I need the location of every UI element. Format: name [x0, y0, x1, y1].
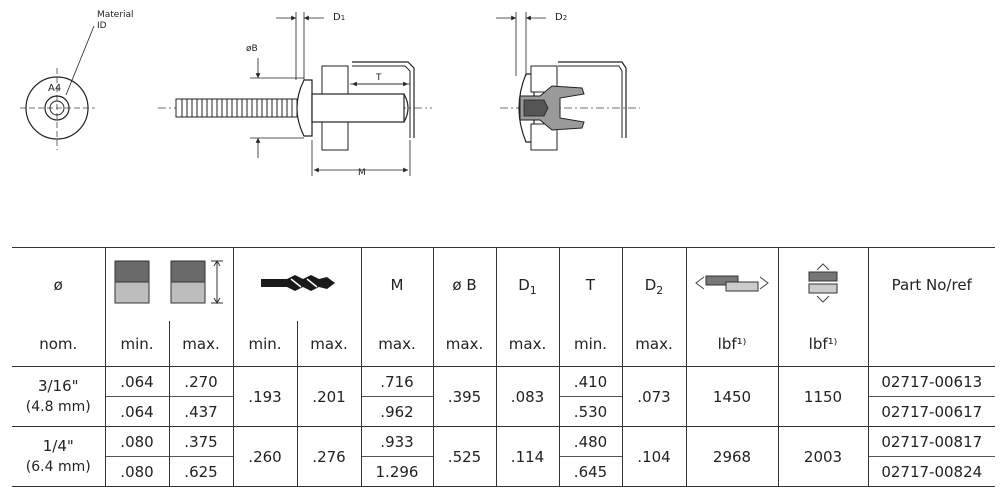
subheader-m: max. — [360, 321, 433, 367]
header-t: T — [558, 247, 622, 321]
tensile-cell: 2003 — [777, 426, 868, 487]
subheader-drill-max: max. — [296, 321, 361, 367]
shear-icon — [685, 247, 778, 321]
rivet-installed-view — [496, 12, 640, 151]
subheader-shear: lbf¹⁾ — [685, 321, 778, 367]
subheader-t: min. — [558, 321, 622, 367]
subheader-drill-min: min. — [232, 321, 297, 367]
t-cell: .530 — [558, 396, 622, 427]
b-cell: .395 — [432, 366, 496, 427]
subheader-part — [867, 321, 995, 367]
m-cell: .716 — [360, 366, 433, 397]
grip-max-cell: .437 — [168, 396, 233, 427]
subheader-d1: max. — [495, 321, 559, 367]
header-b: ø B — [432, 247, 496, 321]
subheader-grip-min: min. — [104, 321, 169, 367]
tensile-cell: 1150 — [777, 366, 868, 427]
spec-table: ø M ø B D1 T D2 — [12, 247, 995, 487]
d1-cell: .114 — [495, 426, 559, 487]
size-cell: 1/4"(6.4 mm) — [12, 426, 105, 487]
b-cell: .525 — [432, 426, 496, 487]
tensile-icon — [777, 247, 868, 321]
drill-max-cell: .201 — [296, 366, 361, 427]
d2-cell: .073 — [621, 366, 686, 427]
table-row: 1/4"(6.4 mm) .080 .375 .260 .276 .933 .5… — [12, 426, 995, 487]
grip-min-cell: .064 — [104, 396, 169, 427]
dim-b-label: øB — [246, 44, 258, 54]
material-id-label: ID — [97, 21, 107, 31]
drill-min-cell: .260 — [232, 426, 297, 487]
m-cell: .933 — [360, 426, 433, 457]
subheader-tensile: lbf¹⁾ — [777, 321, 868, 367]
subheader-nom: nom. — [12, 321, 105, 367]
part-no-cell: 02717-00613 — [867, 366, 995, 397]
drill-max-cell: .276 — [296, 426, 361, 487]
subheader-grip-max: max. — [168, 321, 233, 367]
part-no-cell: 02717-00617 — [867, 396, 995, 427]
header-part-no: Part No/ref — [867, 247, 995, 321]
part-no-cell: 02717-00824 — [867, 456, 995, 487]
drill-icon — [232, 247, 361, 321]
grip-max-cell: .270 — [168, 366, 233, 397]
subheader-b: max. — [432, 321, 496, 367]
table-row: 3/16"(4.8 mm) .064 .270 .193 .201 .716 .… — [12, 366, 995, 427]
material-code: A4 — [48, 83, 62, 94]
rivet-side-view — [158, 12, 432, 176]
grip-min-cell: .064 — [104, 366, 169, 397]
dim-m-label: M — [358, 168, 366, 178]
technical-drawing — [20, 12, 640, 176]
grip-min-cell: .080 — [104, 426, 169, 457]
shear-cell: 2968 — [685, 426, 778, 487]
size-cell: 3/16"(4.8 mm) — [12, 366, 105, 427]
m-cell: .962 — [360, 396, 433, 427]
header-diameter: ø — [12, 247, 105, 321]
m-cell: 1.296 — [360, 456, 433, 487]
t-cell: .410 — [558, 366, 622, 397]
d1-cell: .083 — [495, 366, 559, 427]
table-row: .064 .437 .962 .530 02717-00617 — [12, 396, 995, 427]
dim-d2-label: D2 — [555, 12, 568, 23]
grip-range-icon — [104, 247, 233, 321]
t-cell: .645 — [558, 456, 622, 487]
subheader-d2: max. — [621, 321, 686, 367]
dim-t-label: T — [376, 73, 382, 83]
table-row: .080 .625 1.296 .645 02717-00824 — [12, 456, 995, 487]
header-m: M — [360, 247, 433, 321]
part-no-cell: 02717-00817 — [867, 426, 995, 457]
t-cell: .480 — [558, 426, 622, 457]
grip-max-cell: .625 — [168, 456, 233, 487]
d2-cell: .104 — [621, 426, 686, 487]
grip-max-cell: .375 — [168, 426, 233, 457]
material-label: Material — [97, 10, 134, 20]
grip-min-cell: .080 — [104, 456, 169, 487]
dim-d1-label: D1 — [333, 12, 346, 23]
rivet-end-view — [20, 25, 95, 150]
header-d1: D1 — [495, 247, 559, 321]
shear-cell: 1450 — [685, 366, 778, 427]
header-d2: D2 — [621, 247, 686, 321]
drill-min-cell: .193 — [232, 366, 297, 427]
